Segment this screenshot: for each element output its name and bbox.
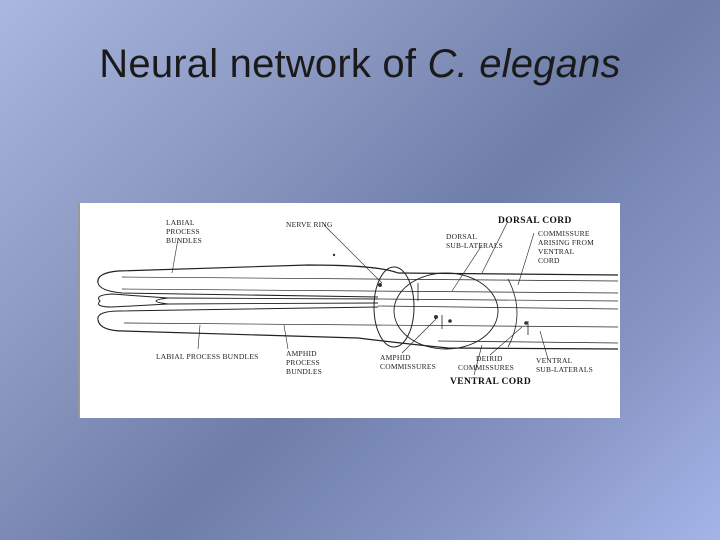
label-dorsal-sublaterals: DORSAL SUB-LATERALS — [446, 232, 503, 250]
cell-dot — [434, 315, 438, 319]
label-labial-process-bundles-bottom: LABIAL PROCESS BUNDLES — [156, 352, 258, 361]
leader-deirid — [490, 327, 522, 355]
title-plain: Neural network of — [99, 42, 427, 86]
label-labial-process-bundles-top: LABIAL PROCESS BUNDLES — [166, 218, 202, 245]
cell-dot — [524, 321, 528, 325]
label-ventral-cord: VENTRAL CORD — [450, 377, 531, 387]
diagram-svg: LABIAL PROCESS BUNDLES NERVE RING DORSAL… — [78, 203, 620, 418]
slide-title: Neural network of C. elegans — [0, 42, 720, 87]
leader-dorsal-sublaterals — [452, 245, 482, 291]
label-commissure-arising: COMMISSURE ARISING FROM VENTRAL CORD — [538, 229, 596, 265]
mouth-opening — [99, 294, 169, 307]
leader-amphid-bundles — [284, 325, 288, 349]
commissure-loop — [394, 273, 498, 349]
cell-dot — [448, 319, 452, 323]
leader-commissure — [518, 233, 534, 285]
label-dorsal-cord: DORSAL CORD — [498, 216, 572, 226]
cell-dot — [333, 254, 335, 256]
label-deirid-commissures: DEIRID COMMISSURES — [458, 354, 514, 372]
label-nerve-ring: NERVE RING — [286, 220, 333, 229]
lower-lip-inner — [98, 307, 378, 320]
label-ventral-sublaterals: VENTRAL SUB-LATERALS — [536, 356, 593, 374]
cell-dot — [378, 283, 382, 287]
nervous-system-diagram: LABIAL PROCESS BUNDLES NERVE RING DORSAL… — [78, 203, 620, 418]
pharynx-top — [168, 298, 378, 299]
ventral-sublateral-line — [124, 323, 618, 327]
label-amphid-commissures: AMPHID COMMISSURES — [380, 353, 436, 371]
dorsal-bundle-line — [122, 277, 618, 281]
dorsal-sublateral-line — [122, 289, 618, 293]
leader-labial-bottom — [198, 325, 200, 349]
title-italic: C. elegans — [427, 42, 620, 86]
commissure-arc — [508, 279, 517, 347]
leader-nerve-ring — [324, 225, 382, 283]
ventral-cord-line — [438, 341, 618, 343]
label-amphid-process-bundles: AMPHID PROCESS BUNDLES — [286, 349, 322, 376]
pharynx-bottom — [168, 303, 378, 304]
body-lower-outline — [98, 320, 618, 349]
leader-ventral-sublaterals — [540, 331, 548, 359]
